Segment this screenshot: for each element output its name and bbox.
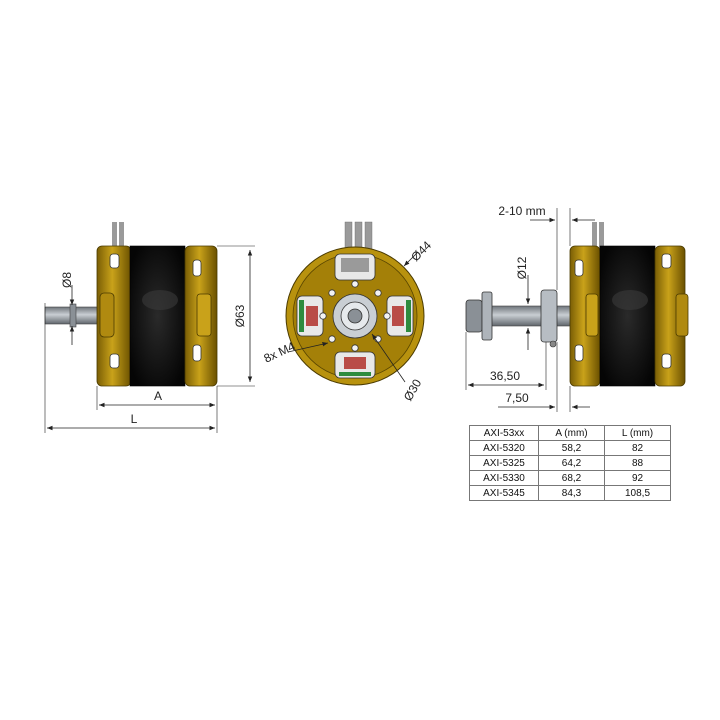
table-cell: 58,2: [538, 440, 605, 456]
dim-offset-short: 7,50: [505, 391, 529, 405]
set-screw: [549, 340, 557, 348]
dim-offset-long: 36,50: [490, 369, 520, 383]
front-boss: [99, 292, 115, 338]
table-header: L (mm): [604, 425, 671, 441]
spec-table: AXI-53xx A (mm) L (mm) AXI-5320 58,2 82 …: [469, 425, 671, 501]
table-header: AXI-53xx: [469, 425, 539, 441]
dim-gap: 2-10 mm: [498, 204, 545, 218]
wire: [599, 222, 604, 252]
vent-slot: [661, 253, 672, 269]
side-view-right: 2-10 mm Ø12 36,50 7,50: [465, 204, 689, 412]
dim-mount-dia: Ø44: [408, 238, 434, 264]
rotor-highlight: [612, 290, 648, 310]
leader-line: [403, 251, 419, 267]
prop-nut: [465, 299, 483, 333]
wire: [344, 221, 353, 251]
table-cell: 82: [604, 440, 671, 456]
table-cell: 92: [604, 470, 671, 486]
shaft-end: [347, 308, 363, 324]
wire: [592, 222, 597, 252]
vent-slot: [192, 259, 202, 277]
rotor-bell: [129, 245, 186, 387]
front-boss: [675, 293, 689, 337]
vent-slot: [574, 344, 584, 362]
table-row: AXI-5330 68,2 92: [469, 470, 671, 486]
wire: [119, 222, 124, 252]
side-view-left: Ø8 Ø63 A L: [44, 222, 255, 433]
rotor-bell: [599, 245, 656, 387]
dim-shaft-long: Ø12: [515, 256, 529, 279]
vent-slot: [192, 344, 202, 362]
table-cell: AXI-5330: [469, 470, 539, 486]
table-cell: AXI-5320: [469, 440, 539, 456]
table-cell: AXI-5325: [469, 455, 539, 471]
vent-slot: [109, 253, 120, 269]
table-header: A (mm): [538, 425, 605, 441]
table-cell: 84,3: [538, 485, 605, 501]
vent-slot: [661, 353, 672, 369]
table-cell: 108,5: [604, 485, 671, 501]
table-row: AXI-5325 64,2 88: [469, 455, 671, 471]
dim-length-l: L: [131, 412, 138, 426]
table-cell: AXI-5345: [469, 485, 539, 501]
table-row: AXI-5320 58,2 82: [469, 440, 671, 456]
rear-boss: [196, 293, 212, 337]
mounting-holes: [319, 280, 391, 352]
rear-boss: [585, 293, 599, 337]
table-row: AXI-5345 84,3 108,5: [469, 485, 671, 501]
front-view: Ø44 Ø30 8x M4: [262, 221, 434, 403]
wire: [112, 222, 117, 252]
stator-window-bottom: [334, 351, 376, 379]
table-cell: 68,2: [538, 470, 605, 486]
rotor-highlight: [142, 290, 178, 310]
prop-adapter: [540, 289, 558, 343]
prop-shaft: [479, 305, 576, 327]
wire: [354, 221, 363, 251]
dim-length-a: A: [154, 389, 162, 403]
table-cell: 64,2: [538, 455, 605, 471]
leader-line: [371, 333, 406, 383]
table-header-row: AXI-53xx A (mm) L (mm): [469, 425, 671, 441]
dim-shaft-dia: Ø8: [60, 272, 74, 288]
leader-line: [287, 342, 329, 353]
stator-window-right: [386, 295, 414, 337]
stator-window-left: [296, 295, 324, 337]
washer: [481, 291, 493, 341]
wire: [364, 221, 373, 251]
dim-body-dia: Ø63: [233, 304, 247, 327]
dim-holes: 8x M4: [262, 339, 298, 366]
stator-window-top: [334, 253, 376, 281]
vent-slot: [109, 353, 120, 369]
table-cell: 88: [604, 455, 671, 471]
shaft-collar: [69, 303, 77, 328]
vent-slot: [574, 259, 584, 277]
